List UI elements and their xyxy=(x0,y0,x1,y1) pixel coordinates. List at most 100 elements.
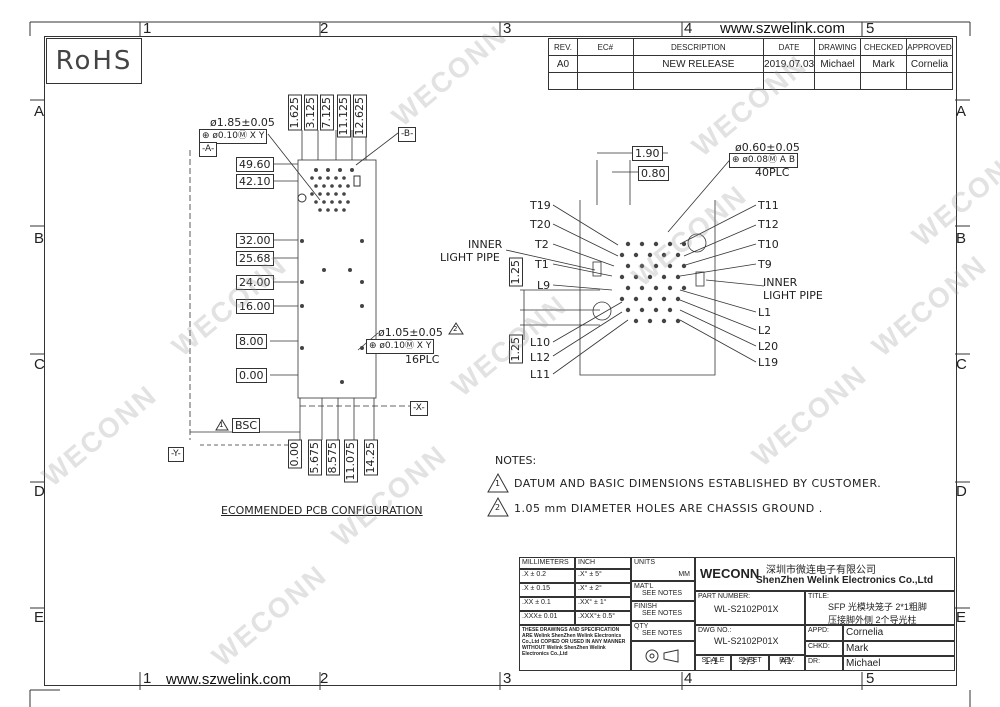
pcb-caption: ECOMMENDED PCB CONFIGURATION xyxy=(221,504,423,517)
hole1-fcf: ⊕ ø0.10Ⓜ X Y xyxy=(199,129,268,144)
detail-pin-hole xyxy=(675,252,681,258)
notes-title: NOTES: xyxy=(495,454,537,467)
detail-pin-hole xyxy=(647,252,653,258)
tb-dwg: DWG NO.: WL-S2102P01X xyxy=(695,625,805,655)
zone-right-c: C xyxy=(956,356,967,373)
side-dim-000: 0.00 xyxy=(236,368,267,383)
zone-top-3: 3 xyxy=(503,20,512,37)
detail-pin-hole xyxy=(633,252,639,258)
rohs-badge: RoHS xyxy=(46,38,142,84)
hole2-note-number: 2 xyxy=(453,325,458,333)
detail-pin-hole xyxy=(681,263,687,269)
side-dim-3200: 32.00 xyxy=(236,233,274,248)
tb-tol-in-3: .XX° ± 1° xyxy=(575,597,631,611)
label-l11: L11 xyxy=(530,368,551,381)
tb-scale: SCALE xyxy=(695,655,731,671)
tb-matl-value: SEE NOTES xyxy=(642,590,683,597)
label-l19: L19 xyxy=(758,356,779,369)
detail-pin-hole xyxy=(661,296,667,302)
detail-pin-hole xyxy=(675,274,681,280)
note-triangles xyxy=(487,472,509,517)
tb-brand: WECONN xyxy=(700,566,760,581)
tb-tol-mm-4: .XXX± 0.01 xyxy=(519,611,575,625)
tb-tol-in-2: .X° ± 2° xyxy=(575,583,631,597)
dim-080: 0.80 xyxy=(638,166,669,181)
tb-mm-header: MILLIMETERS xyxy=(519,557,575,569)
tb-part-number-label: PART NUMBER: xyxy=(698,593,751,600)
detail-pin-hole xyxy=(667,263,673,269)
detail-pin-hole xyxy=(647,296,653,302)
detail-pin-hole xyxy=(681,285,687,291)
detail-pin-hole xyxy=(619,296,625,302)
zone-bottom-2: 2 xyxy=(320,670,329,687)
note-2-text: 1.05 mm DIAMETER HOLES ARE CHASSIS GROUN… xyxy=(514,502,823,515)
label-t12: T12 xyxy=(758,218,779,231)
zone-right-a: A xyxy=(956,103,967,120)
tb-chkd-value: Mark xyxy=(843,641,955,656)
tb-scale-label: SCALE xyxy=(701,657,725,664)
detail-pin-hole xyxy=(675,318,681,324)
side-dim-4960: 49.60 xyxy=(236,157,274,172)
tb-sheet-label: SHEET xyxy=(738,657,762,664)
website-bottom[interactable]: www.szwelink.com xyxy=(166,671,292,688)
zone-bottom-4: 4 xyxy=(684,670,693,687)
rev-header: REV. xyxy=(548,38,578,56)
detail-pin-hole xyxy=(619,274,625,280)
zone-top-2: 2 xyxy=(320,20,329,37)
projection-icon xyxy=(645,649,679,663)
tb-rev-label: REV. xyxy=(779,657,795,664)
zone-left-b: B xyxy=(34,230,45,247)
tb-tol-in-1: .X° ± 5° xyxy=(575,569,631,583)
tb-finish: FINISH SEE NOTES xyxy=(631,601,695,621)
inner-right-1: INNER xyxy=(763,276,798,289)
title-block: MILLIMETERS INCH .X ± 0.2 .X° ± 5° .X ± … xyxy=(519,557,955,671)
side-dim-4210: 42.10 xyxy=(236,174,274,189)
inner-right-2: LIGHT PIPE xyxy=(763,289,823,302)
detail-pin-hole xyxy=(667,241,673,247)
datum-a: -A- xyxy=(199,142,218,157)
detail-pin-hole xyxy=(639,263,645,269)
website-top[interactable]: www.szwelink.com xyxy=(720,20,846,37)
label-l10: L10 xyxy=(530,336,551,349)
detail-hole-qty: 40PLC xyxy=(755,166,790,179)
zone-right-b: B xyxy=(956,230,967,247)
detail-pin-hole xyxy=(661,318,667,324)
detail-pin-hole xyxy=(619,252,625,258)
datum-x: -X- xyxy=(410,401,428,416)
tb-title-label: TITLE: xyxy=(808,593,830,600)
label-l20: L20 xyxy=(758,340,779,353)
tb-dr-label: DR: xyxy=(805,656,843,671)
tb-finish-value: SEE NOTES xyxy=(642,610,683,617)
tb-inch-header: INCH xyxy=(575,557,631,569)
note-1-number: 1 xyxy=(495,479,501,488)
rev-value: A0 xyxy=(548,55,578,73)
hole2-qty: 16PLC xyxy=(405,353,440,366)
bsc-note-number: 1 xyxy=(219,421,224,429)
dim-125-b: 1.25 xyxy=(509,335,523,364)
hole1-dim: ø1.85±0.05 xyxy=(210,116,275,129)
tb-disclaimer: THESE DRAWINGS AND SPECIFICATION ARE Wel… xyxy=(519,625,631,671)
zone-top-1: 1 xyxy=(143,20,152,37)
side-dim-800: 8.00 xyxy=(236,334,267,349)
tb-tol-mm-2: .X ± 0.15 xyxy=(519,583,575,597)
detail-pin-hole xyxy=(633,318,639,324)
zone-left-a: A xyxy=(34,103,45,120)
detail-pin-hole xyxy=(625,285,631,291)
tb-company-cn: 深圳市微连电子有限公司 xyxy=(766,565,876,576)
detail-pin-hole xyxy=(633,296,639,302)
side-dim-1600: 16.00 xyxy=(236,299,274,314)
zone-right-e: E xyxy=(956,609,967,626)
label-t9: T9 xyxy=(758,258,772,271)
tb-title: TITLE: SFP 光模块笼子 2*1粗脚 压接脚外侧 2个导光柱 xyxy=(805,591,955,625)
zone-left-c: C xyxy=(34,356,45,373)
bsc-label: BSC xyxy=(232,418,261,433)
note-1-text: DATUM AND BASIC DIMENSIONS ESTABLISHED B… xyxy=(514,477,882,490)
label-t1: T1 xyxy=(535,258,549,271)
tb-finish-label: FINISH xyxy=(634,603,657,610)
detail-pin-hole xyxy=(661,252,667,258)
tb-rev: REV. xyxy=(769,655,805,671)
side-dim-2400: 24.00 xyxy=(236,275,274,290)
tb-appd-label: APPD: xyxy=(805,625,843,641)
